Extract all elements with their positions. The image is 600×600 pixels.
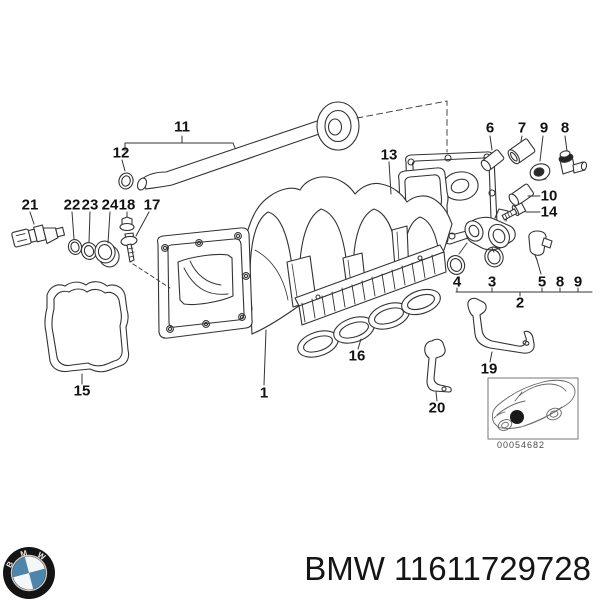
callout-14-15: 14 xyxy=(540,203,558,221)
breather-pipe-11 xyxy=(136,101,360,191)
callout-19-20: 19 xyxy=(480,360,498,378)
callout-20-21: 20 xyxy=(428,399,446,417)
bmw-logo: B M W xyxy=(3,547,55,599)
car-icon xyxy=(491,379,576,431)
callout-10-11: 10 xyxy=(540,187,558,205)
callout-3-2: 3 xyxy=(487,273,497,291)
o-ring-4 xyxy=(446,255,466,275)
callout-11-12: 11 xyxy=(174,118,190,136)
bushing-10 xyxy=(508,183,534,206)
cap-7 xyxy=(507,138,536,165)
callout-8-8: 8 xyxy=(555,273,565,291)
callout-21-22: 21 xyxy=(21,196,39,214)
leader-lines xyxy=(29,100,593,402)
callout-8-7: 8 xyxy=(560,119,570,137)
logo-letter-b: B xyxy=(4,560,15,569)
callout-9-10: 9 xyxy=(573,273,583,291)
callout-17-18: 17 xyxy=(143,196,161,214)
callout-12-13: 12 xyxy=(112,144,130,162)
callout-7-6: 7 xyxy=(517,119,527,137)
callout-9-9: 9 xyxy=(539,119,549,137)
o-ring-22 xyxy=(67,239,83,255)
part-number-title: BMW 11611729728 xyxy=(304,550,591,587)
callout-5-4: 5 xyxy=(537,273,547,291)
thumbnail-code: 00054682 xyxy=(496,440,546,450)
bushing-6 xyxy=(480,149,505,172)
manifold-body xyxy=(157,176,453,339)
parts-diagram-svg xyxy=(11,100,593,440)
callout-2-1: 2 xyxy=(515,294,525,312)
callout-15-16: 15 xyxy=(73,382,91,400)
callout-16-17: 16 xyxy=(348,347,366,365)
o-ring-3 xyxy=(484,246,504,268)
callout-18-19: 18 xyxy=(118,196,136,214)
callout-6-5: 6 xyxy=(485,119,495,137)
sensor-5 xyxy=(528,230,553,261)
temp-sensor-21 xyxy=(11,224,66,248)
callout-4-3: 4 xyxy=(452,273,462,291)
bolt-14 xyxy=(501,202,527,221)
logo-letter-m: M xyxy=(19,548,28,559)
flange-nut-18 xyxy=(119,216,135,232)
callout-22-23: 22 xyxy=(63,196,81,214)
bolt-17 xyxy=(120,232,171,289)
bracket-20 xyxy=(424,338,452,393)
callout-23-24: 23 xyxy=(81,196,99,214)
elbow-fitting-8 xyxy=(558,150,588,175)
logo-letter-w: W xyxy=(36,550,48,562)
thumbnail-box xyxy=(487,377,579,440)
port-gaskets-16 xyxy=(297,288,441,358)
callout-13-14: 13 xyxy=(380,146,398,164)
callout-1-0: 1 xyxy=(259,384,269,402)
callout-24-25: 24 xyxy=(101,196,119,214)
grommet-9 xyxy=(529,163,551,181)
o-ring-12 xyxy=(118,172,134,190)
gasket-15 xyxy=(44,281,130,373)
bracket-19 xyxy=(467,297,535,354)
sleeve-24 xyxy=(94,240,120,268)
location-dot xyxy=(510,410,524,424)
